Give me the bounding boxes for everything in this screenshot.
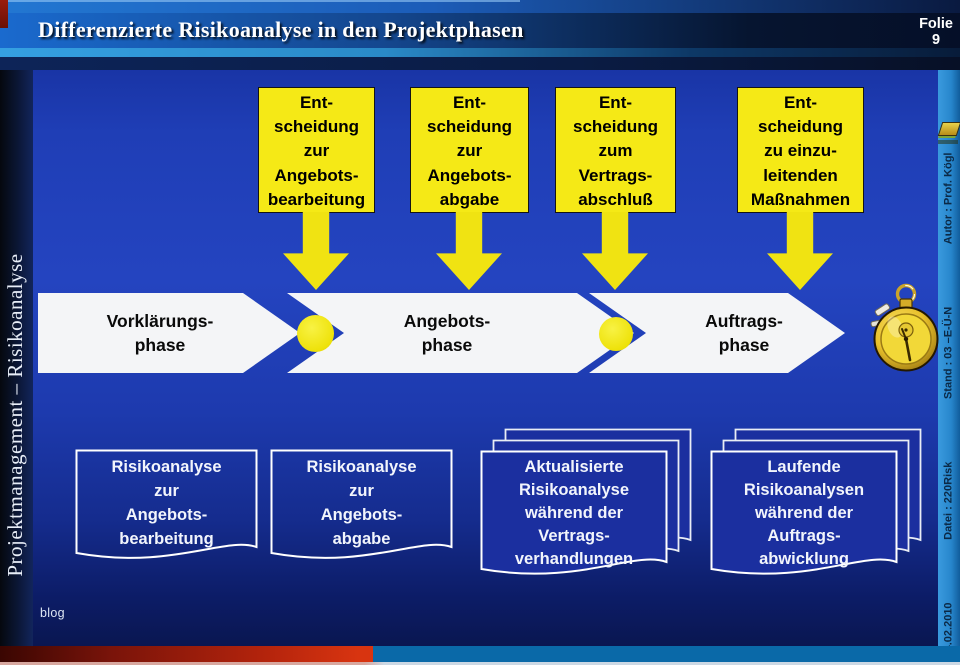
document-risikoanalyse-abgabe: Risikoanalyse zur Angebots- abgabe [270, 449, 453, 567]
document-shape [710, 450, 898, 575]
header-red-corner [0, 0, 8, 28]
document-shape [75, 449, 258, 559]
right-sidebar [938, 70, 960, 647]
footer-red-bar [0, 646, 373, 662]
meta-author: Autor : Prof. Kögl [942, 152, 955, 245]
phase-auftrag: Auftrags- phase [705, 311, 783, 355]
footer-bottom-line [0, 662, 960, 665]
decision-box-angebotsbearbeitung: Ent- scheidung zur Angebots- bearbeitung [258, 87, 375, 213]
publisher-logo-icon [937, 122, 960, 136]
footer-blue-bar [373, 646, 960, 662]
header-title-band [0, 13, 960, 48]
milestone-circle [599, 317, 633, 351]
stopwatch-icon [870, 283, 939, 372]
slide-number-label: Folie [919, 16, 953, 32]
document-shape [270, 449, 453, 559]
document-label: Laufende Risikoanalysen während der Auft… [743, 458, 865, 568]
phase-arrow-band [38, 293, 845, 373]
document-label: Aktualisierte Risikoanalyse während der … [514, 458, 634, 568]
document-label: Risikoanalyse zur Angebots- abgabe [306, 458, 417, 548]
page-title: Differenzierte Risikoanalyse in den Proj… [38, 17, 524, 42]
slide-number: Folie 9 [915, 16, 957, 48]
down-arrow-icon [767, 212, 833, 290]
header-dark-band [0, 57, 960, 70]
header-top-band [0, 0, 960, 13]
document-stack-auftragsabwicklung: Laufende Risikoanalysen während der Auft… [710, 428, 930, 586]
phase-vorklaerung: Vorklärungs- phase [106, 311, 214, 355]
down-arrow-icon [582, 212, 648, 290]
down-arrow-icon [436, 212, 502, 290]
decision-box-angebotsabgabe: Ent- scheidung zur Angebots- abgabe [410, 87, 529, 213]
meta-file: Datei : 220Risk [942, 461, 955, 540]
slide-number-value: 9 [931, 32, 941, 48]
header-light-band [0, 48, 960, 57]
decision-box-massnahmen: Ent- scheidung zu einzu- leitenden Maßna… [737, 87, 864, 213]
publisher-logo-caption [938, 140, 958, 144]
document-stack-vertragsverhandlungen: Aktualisierte Risikoanalyse während der … [480, 428, 700, 586]
header-top-highlight [0, 0, 520, 2]
phase-angebot: Angebots- phase [403, 311, 491, 355]
down-arrow-icon [283, 212, 349, 290]
left-sidebar-title: Projektmanagement – Risikoanalyse [3, 253, 27, 577]
blog-watermark: blog [40, 606, 65, 620]
document-label: Risikoanalyse zur Angebots- bearbeitung [111, 458, 222, 548]
slide-metadata: 04.02.2010 Datei : 220Risk Stand : 03 –E… [941, 153, 957, 658]
decision-box-vertragsabschluss: Ent- scheidung zum Vertrags- abschluß [555, 87, 676, 213]
milestone-circle [297, 315, 334, 352]
left-sidebar [0, 70, 33, 646]
document-shape [480, 450, 668, 575]
document-risikoanalyse-bearbeitung: Risikoanalyse zur Angebots- bearbeitung [75, 449, 258, 567]
